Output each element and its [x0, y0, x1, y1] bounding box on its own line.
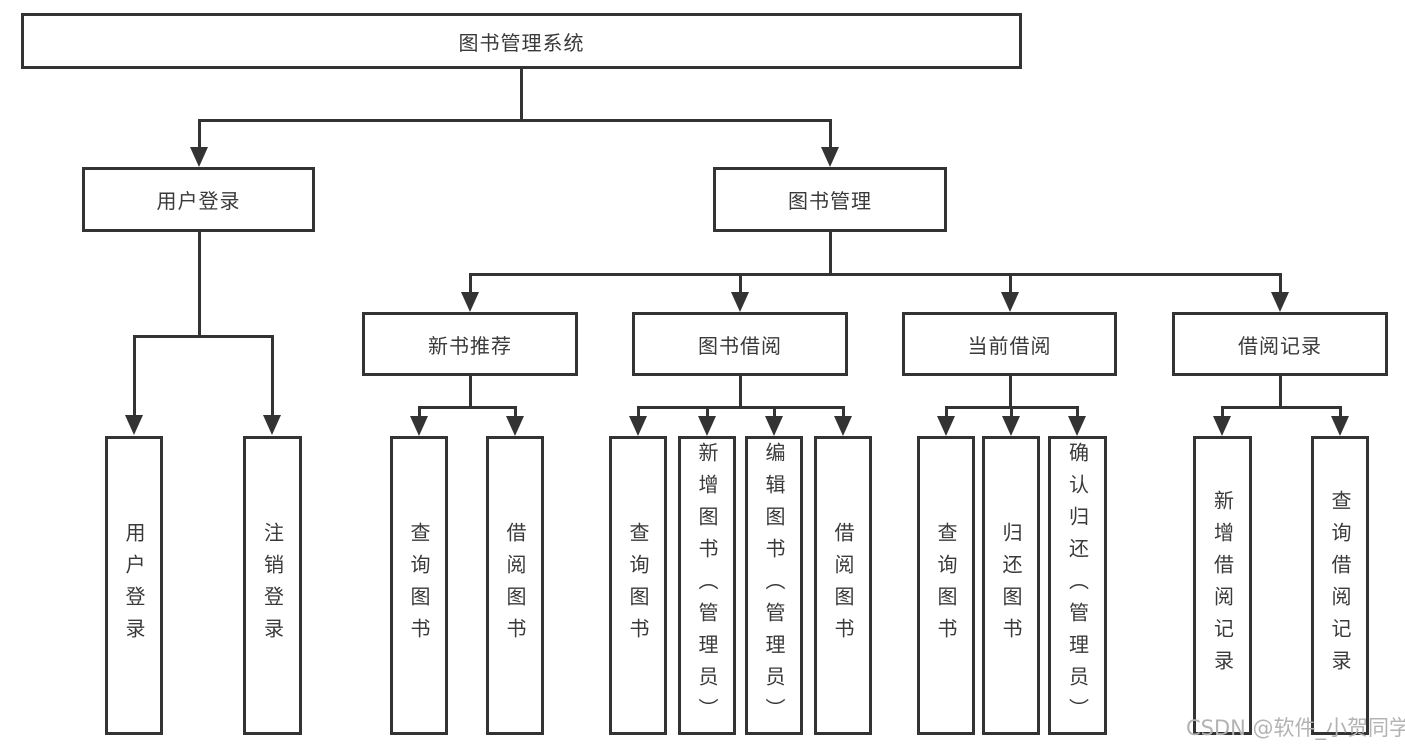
connector-line	[133, 335, 274, 338]
leaf-logout: 注销登录	[243, 436, 302, 735]
arrowhead-icon	[1002, 416, 1020, 436]
arrowhead-icon	[125, 415, 143, 435]
connector-line	[271, 335, 274, 417]
leaf-add-books-admin: 新增图书（管理员）	[678, 436, 736, 735]
node-label: 图书借阅	[698, 333, 782, 358]
node-label: 图书管理	[788, 189, 872, 213]
arrowhead-icon	[461, 292, 479, 312]
leaf-borrow-books-recommend: 借阅图书	[486, 436, 544, 735]
arrowhead-icon	[765, 416, 783, 436]
node-label: 查询图书	[626, 521, 650, 650]
node-label: 归还图书	[999, 521, 1023, 650]
connector-line	[773, 406, 776, 418]
connector-line	[1339, 406, 1342, 418]
node-label: 借阅图书	[503, 521, 527, 650]
arrowhead-icon	[698, 416, 716, 436]
arrowhead-icon	[731, 292, 749, 312]
node-label: 当前借阅	[967, 333, 1052, 358]
node-label: 用户登录	[156, 189, 241, 213]
node-label: 确认归还（管理员）	[1065, 441, 1090, 730]
leaf-query-books-recommend: 查询图书	[390, 436, 448, 735]
leaf-query-borrow-record: 查询借阅记录	[1311, 436, 1369, 735]
leaf-borrow-books: 借阅图书	[814, 436, 872, 735]
arrowhead-icon	[937, 416, 955, 436]
leaf-confirm-return-admin: 确认归还（管理员）	[1048, 436, 1107, 735]
node-current-borrowing: 当前借阅	[902, 312, 1117, 376]
node-user-login: 用户登录	[82, 167, 315, 232]
connector-line	[945, 406, 948, 418]
connector-line	[198, 119, 831, 122]
connector-line	[739, 273, 742, 294]
connector-line	[198, 119, 201, 149]
leaf-edit-books-admin: 编辑图书（管理员）	[745, 436, 803, 735]
connector-line	[1279, 273, 1282, 294]
node-label: 新增图书（管理员）	[695, 441, 719, 730]
connector-line	[637, 406, 845, 409]
connector-line	[706, 406, 709, 418]
node-label: 图书管理系统	[458, 30, 585, 55]
connector-line	[514, 406, 517, 418]
arrowhead-icon	[629, 416, 647, 436]
leaf-query-books-current: 查询图书	[917, 436, 975, 735]
node-label: 注销登录	[260, 521, 285, 650]
arrowhead-icon	[821, 147, 839, 167]
connector-line	[469, 273, 1281, 276]
node-book-management: 图书管理	[713, 167, 947, 232]
arrowhead-icon	[410, 416, 428, 436]
arrowhead-icon	[263, 415, 281, 435]
node-label: 查询借阅记录	[1328, 489, 1352, 682]
node-library-management-system: 图书管理系统	[21, 13, 1022, 69]
connector-line	[829, 232, 832, 273]
node-book-borrowing: 图书借阅	[632, 312, 848, 376]
leaf-add-borrow-record: 新增借阅记录	[1193, 436, 1252, 735]
arrowhead-icon	[506, 416, 524, 436]
arrowhead-icon	[190, 147, 208, 167]
connector-line	[469, 376, 472, 406]
arrowhead-icon	[1001, 292, 1019, 312]
leaf-return-books: 归还图书	[982, 436, 1040, 735]
leaf-user-login: 用户登录	[105, 436, 163, 735]
connector-line	[1221, 406, 1224, 418]
node-label: 借阅记录	[1238, 333, 1322, 358]
arrowhead-icon	[1331, 416, 1349, 436]
connector-line	[1221, 406, 1341, 409]
connector-line	[637, 406, 640, 418]
watermark: CSDN @软件_小贺同学	[1186, 716, 1405, 740]
node-label: 借阅图书	[831, 521, 855, 650]
connector-line	[1010, 406, 1013, 418]
node-label: 新书推荐	[428, 333, 512, 358]
connector-line	[829, 119, 832, 149]
node-new-book-recommendation: 新书推荐	[362, 312, 578, 376]
arrowhead-icon	[1213, 416, 1231, 436]
connector-line	[469, 273, 472, 294]
connector-line	[418, 406, 516, 409]
connector-line	[198, 232, 201, 335]
arrowhead-icon	[1271, 292, 1289, 312]
arrowhead-icon	[834, 416, 852, 436]
connector-line	[133, 335, 136, 417]
node-label: 查询图书	[407, 521, 431, 650]
connector-line	[520, 69, 523, 119]
arrowhead-icon	[1068, 416, 1086, 436]
connector-line	[842, 406, 845, 418]
connector-line	[1076, 406, 1079, 418]
node-label: 查询图书	[934, 521, 958, 650]
connector-line	[1009, 376, 1012, 406]
connector-line	[739, 376, 742, 406]
connector-line	[418, 406, 421, 418]
leaf-query-books-borrow: 查询图书	[609, 436, 667, 735]
node-label: 编辑图书（管理员）	[762, 441, 786, 730]
node-label: 用户登录	[122, 521, 146, 650]
node-label: 新增借阅记录	[1210, 489, 1235, 682]
connector-line	[1279, 376, 1282, 406]
node-borrowing-records: 借阅记录	[1172, 312, 1388, 376]
connector-line	[1009, 273, 1012, 294]
